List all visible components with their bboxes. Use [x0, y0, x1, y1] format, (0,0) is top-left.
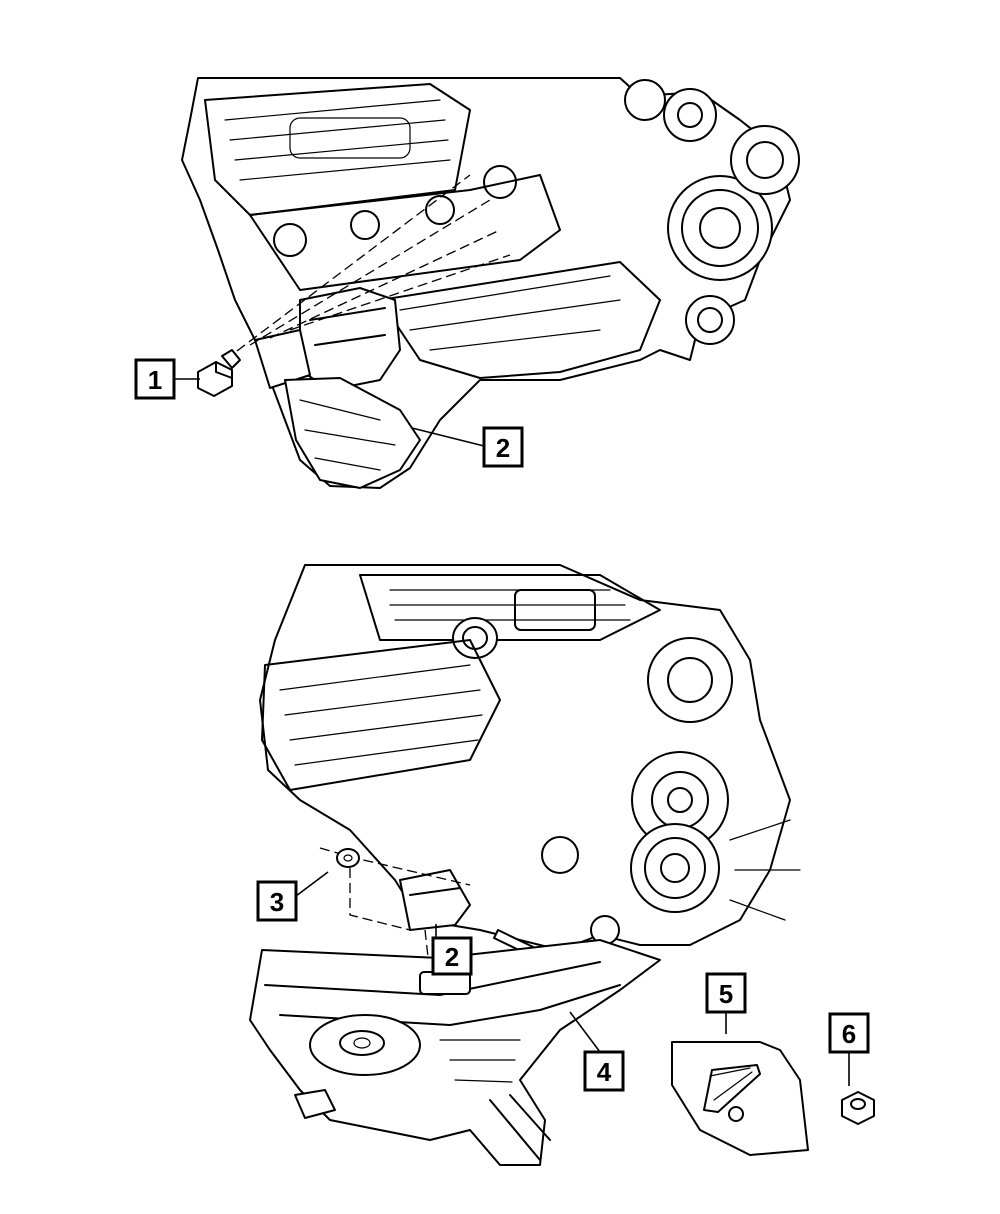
leader-2a — [411, 427, 485, 447]
callout-6-label: 6 — [842, 1019, 856, 1049]
mount-plate-icon — [671, 1041, 809, 1156]
callout-2-lower-label: 2 — [445, 942, 459, 972]
callout-6: 6 — [828, 1012, 870, 1054]
callout-2-upper: 2 — [482, 426, 524, 468]
callout-5: 5 — [705, 972, 747, 1014]
leader-3 — [295, 871, 329, 897]
callout-5-label: 5 — [719, 979, 733, 1009]
callout-2-lower: 2 — [431, 936, 473, 976]
nut-part-icon — [841, 1091, 875, 1125]
callout-3: 3 — [256, 880, 298, 922]
callout-3-label: 3 — [270, 887, 284, 917]
callout-2-upper-label: 2 — [496, 433, 510, 463]
upper-engine-illustration — [181, 77, 800, 489]
frame-crossmember-illustration — [249, 939, 661, 1166]
callout-1-label: 1 — [148, 365, 162, 395]
lower-engine-illustration — [259, 564, 801, 976]
leader-4 — [569, 1011, 601, 1053]
washer-part-icon — [336, 848, 360, 868]
bolt-part-icon — [197, 349, 241, 397]
callout-4-label: 4 — [597, 1057, 612, 1087]
callout-4: 4 — [583, 1050, 625, 1092]
callout-1: 1 — [134, 358, 176, 400]
